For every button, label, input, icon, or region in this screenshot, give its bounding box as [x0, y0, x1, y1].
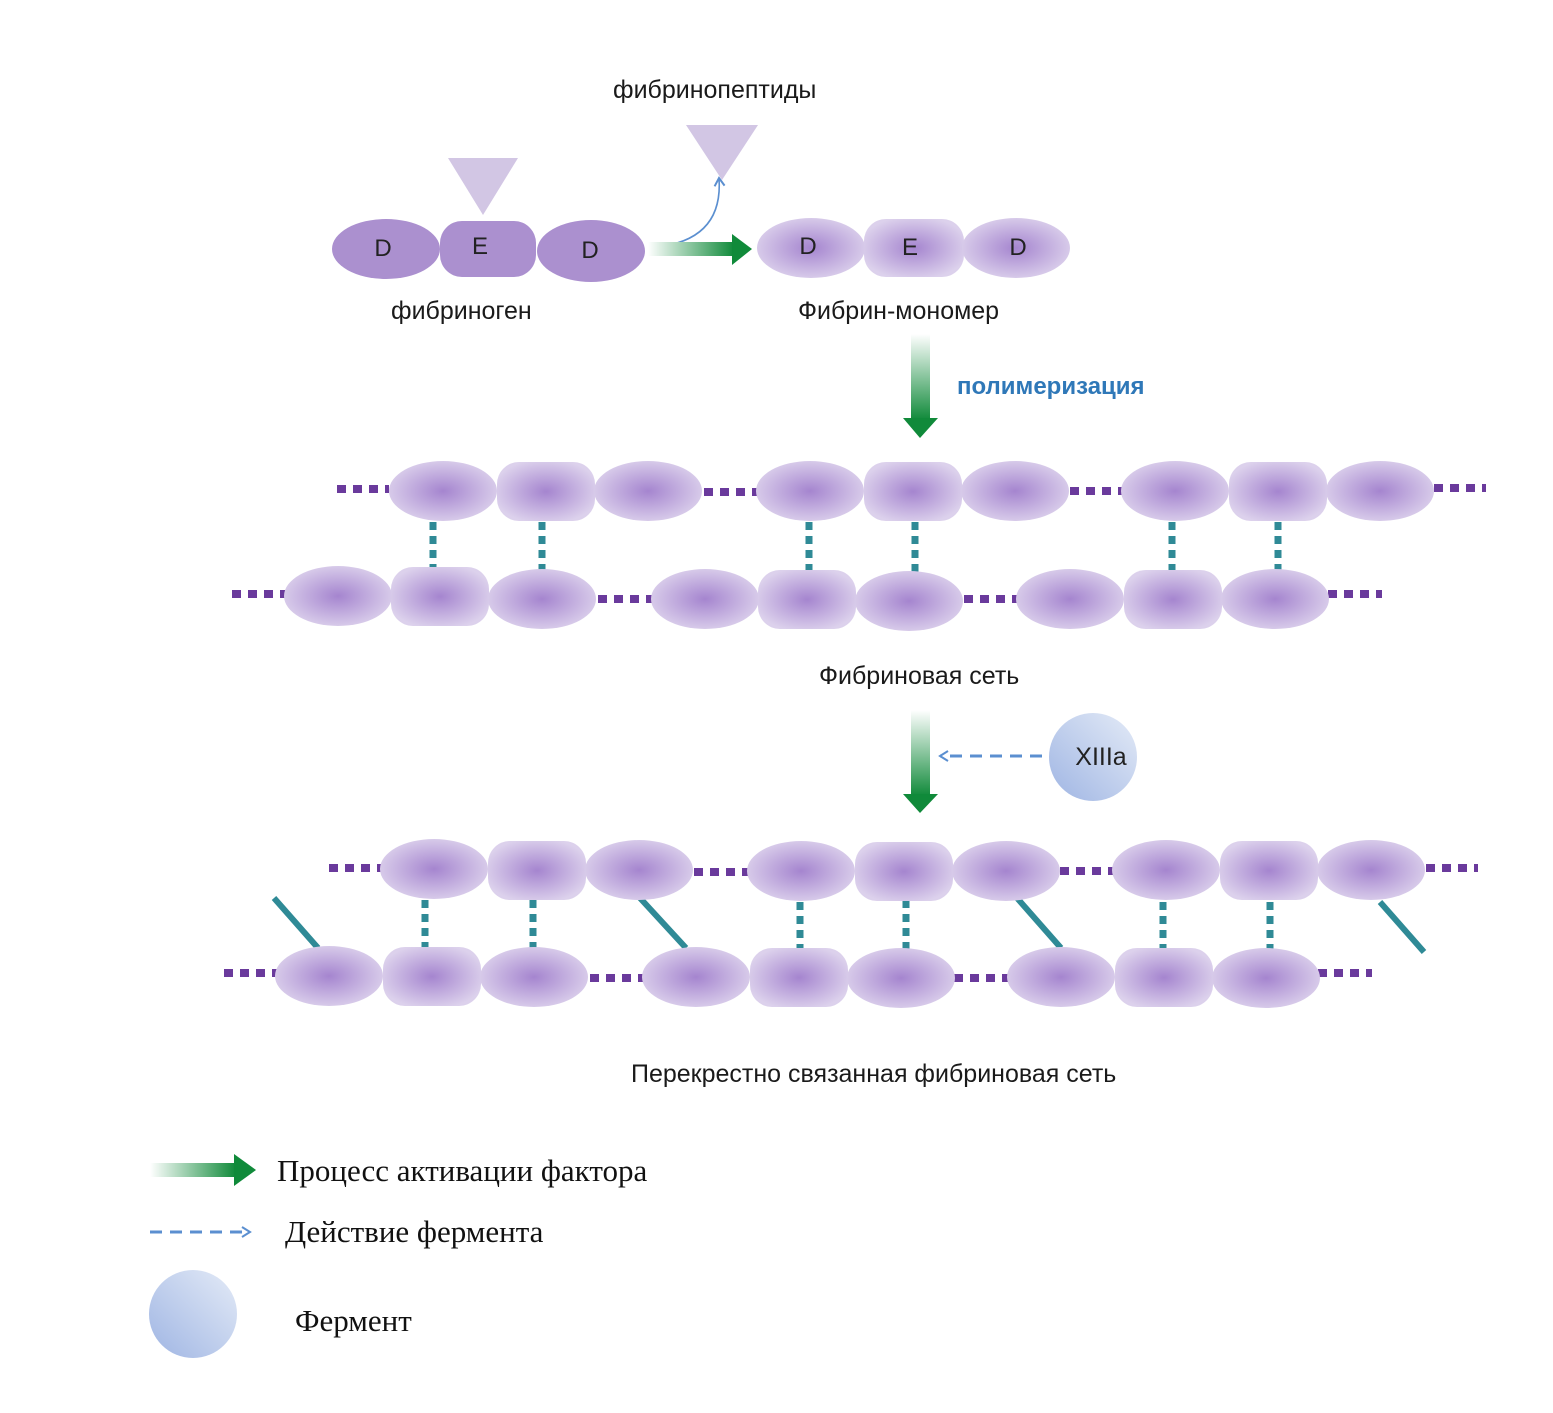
covalent-crosslink	[271, 896, 321, 950]
d-domain	[961, 461, 1069, 521]
fibrin-monomer-label: Фибрин-мономер	[798, 297, 1000, 325]
monomer-d-right	[962, 218, 1070, 278]
d-domain	[1212, 948, 1320, 1008]
e-domain	[855, 842, 953, 901]
fibrinogen-domain-d2: D	[581, 237, 598, 264]
covalent-crosslink	[1014, 896, 1064, 950]
e-domain	[391, 567, 489, 626]
activation-arrow-top	[648, 234, 752, 265]
crosslinked-fibrin-network	[224, 839, 1478, 1008]
legend-enzyme-circle	[149, 1270, 237, 1358]
d-domain	[585, 840, 693, 900]
e-domain	[758, 570, 856, 629]
e-domain	[1124, 570, 1222, 629]
covalent-crosslink	[1377, 900, 1427, 954]
monomer-domain-d2: D	[1009, 234, 1026, 261]
d-domain	[1007, 947, 1115, 1007]
enzyme-label: XIIIa	[1075, 743, 1127, 771]
d-domain	[1221, 569, 1329, 629]
legend-enzyme-label: Фермент	[295, 1303, 412, 1338]
d-domain	[642, 947, 750, 1007]
release-arrow	[663, 176, 726, 247]
e-domain	[497, 462, 595, 521]
d-domain	[488, 569, 596, 629]
fibrinogen-label: фибриноген	[391, 297, 532, 325]
d-domain	[1112, 840, 1220, 900]
e-domain	[1229, 462, 1327, 521]
e-domain	[1115, 948, 1213, 1007]
fibrin-network-label: Фибриновая сеть	[819, 662, 1020, 690]
d-domain	[651, 569, 759, 629]
d-domain	[380, 839, 488, 899]
crosslinking-arrow	[903, 710, 938, 813]
monomer-d-left	[757, 218, 865, 278]
fibrinogen-molecule: D E D	[332, 158, 645, 282]
released-fibrinopeptide-triangle	[686, 125, 758, 180]
polymerization-arrow	[903, 334, 938, 438]
fibrinogen-domain-e: E	[472, 233, 488, 260]
crosslinked-network-label: Перекрестно связанная фибриновая сеть	[631, 1060, 1117, 1088]
d-domain	[952, 841, 1060, 901]
enzyme-xiiia: XIIIa	[1049, 713, 1137, 801]
d-domain-right	[537, 220, 645, 282]
e-domain	[440, 221, 536, 277]
monomer-domain-d1: D	[799, 233, 816, 260]
d-domain	[756, 461, 864, 521]
d-domain	[847, 948, 955, 1008]
d-domain	[1121, 461, 1229, 521]
d-domain	[1317, 840, 1425, 900]
d-domain	[1326, 461, 1434, 521]
d-domain	[284, 566, 392, 626]
legend-activation-arrow	[150, 1154, 256, 1186]
d-domain-left	[332, 219, 440, 279]
fibrinopeptide-triangle	[448, 158, 518, 215]
fibrin-network	[232, 461, 1486, 631]
e-domain	[488, 841, 586, 900]
fibrinopeptides-label: фибринопептиды	[613, 76, 817, 104]
legend-enzyme-action-label: Действие фермента	[285, 1214, 544, 1249]
e-domain	[750, 948, 848, 1007]
polymerization-label: полимеризация	[957, 373, 1145, 400]
e-domain	[864, 462, 962, 521]
fibrinogen-domain-d1: D	[374, 235, 391, 262]
d-domain	[389, 461, 497, 521]
monomer-e	[864, 219, 964, 277]
legend-activation-label: Процесс активации фактора	[277, 1153, 648, 1188]
d-domain	[747, 841, 855, 901]
fibrin-monomer-molecule: D E D	[757, 218, 1070, 278]
d-domain	[480, 947, 588, 1007]
d-domain	[1016, 569, 1124, 629]
d-domain	[855, 571, 963, 631]
d-domain	[275, 946, 383, 1006]
e-domain	[1220, 841, 1318, 900]
d-domain	[594, 461, 702, 521]
e-domain	[383, 947, 481, 1006]
covalent-crosslink	[637, 895, 689, 951]
monomer-domain-e: E	[902, 234, 918, 261]
